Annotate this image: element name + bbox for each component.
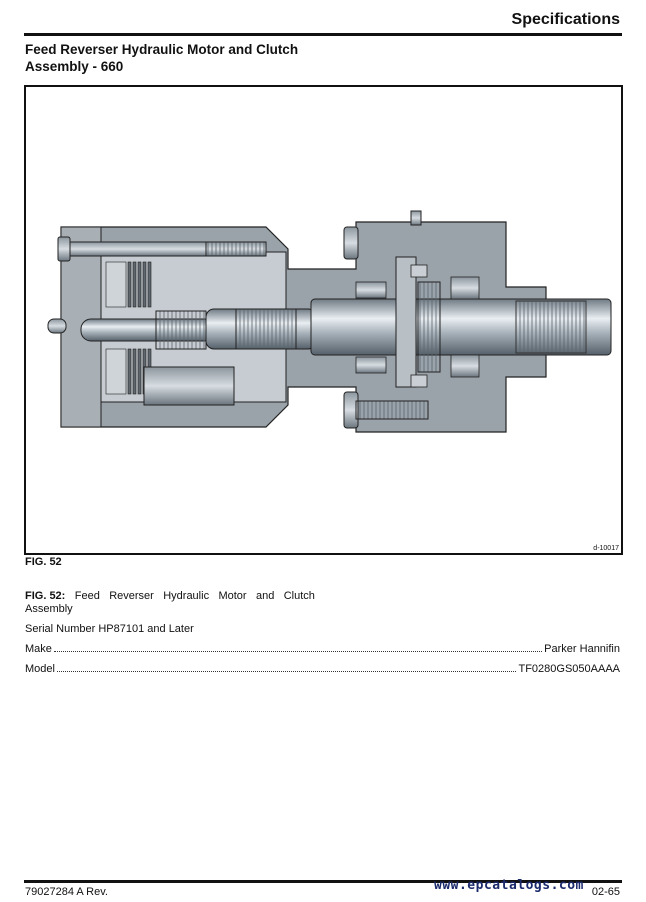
upper-bolt-shape <box>343 226 359 260</box>
page-header-title: Specifications <box>511 11 620 28</box>
caption-word: Feed <box>74 590 100 602</box>
caption-word: Hydraulic <box>163 590 210 602</box>
top-plug-shape <box>410 210 422 226</box>
tie-bolt-thread-shape <box>205 241 267 257</box>
header-rule <box>24 33 622 36</box>
section-title-line1: Feed Reverser Hydraulic Motor and Clutch <box>25 42 299 57</box>
lower-piston-shape <box>143 366 235 406</box>
figure-caption: FIG. 52: Feed Reverser Hydraulic Motor a… <box>25 590 315 616</box>
footer-rule <box>24 880 622 883</box>
caption-prefix: FIG. 52: <box>25 590 66 602</box>
caption-word: Motor <box>218 590 247 602</box>
caption-word: Reverser <box>109 590 154 602</box>
lower-bolt-thread-shape <box>355 400 429 420</box>
left-plug-shape <box>47 318 67 334</box>
tie-bolt-head-shape <box>57 236 71 262</box>
spec-row-make: Make Parker Hannifin <box>25 643 620 655</box>
caption-word: and <box>255 590 275 602</box>
clutch-springs <box>410 264 428 388</box>
serial-number-text: Serial Number HP87101 and Later <box>25 623 194 635</box>
make-label: Make <box>25 643 52 655</box>
figure-box: d-10017 <box>24 85 623 555</box>
dot-leader <box>53 650 543 652</box>
dot-leader <box>56 670 517 672</box>
section-title-line2: Assembly - 660 <box>25 59 124 74</box>
inner-shaft-spline-shape <box>155 310 207 350</box>
clutch-plates-upper <box>105 261 152 308</box>
page-number: 02-65 <box>591 886 620 898</box>
figure-label: FIG. 52 <box>25 556 62 568</box>
caption-line2: Assembly <box>25 603 73 615</box>
clutch-disc-pack-shape <box>417 281 441 373</box>
output-shaft-spline-shape <box>515 300 587 354</box>
drawing-id: d-10017 <box>593 545 619 552</box>
section-title: Feed Reverser Hydraulic Motor and Clutch… <box>25 41 298 75</box>
caption-word: Clutch <box>283 590 315 602</box>
hydraulic-motor-drawing <box>47 210 612 433</box>
caption-line1: FIG. 52: Feed Reverser Hydraulic Motor a… <box>25 590 315 603</box>
spec-row-model: Model TF0280GS050AAAA <box>25 663 620 675</box>
clutch-hub-shape <box>395 256 417 388</box>
make-value: Parker Hannifin <box>544 643 620 655</box>
model-label: Model <box>25 663 55 675</box>
model-value: TF0280GS050AAAA <box>518 663 620 675</box>
bearings <box>355 276 480 378</box>
drive-shaft-spline-shape <box>235 308 297 350</box>
watermark-link[interactable]: www.epcatalogs.com <box>434 878 584 893</box>
document-number: 79027284 A Rev. <box>25 886 108 898</box>
